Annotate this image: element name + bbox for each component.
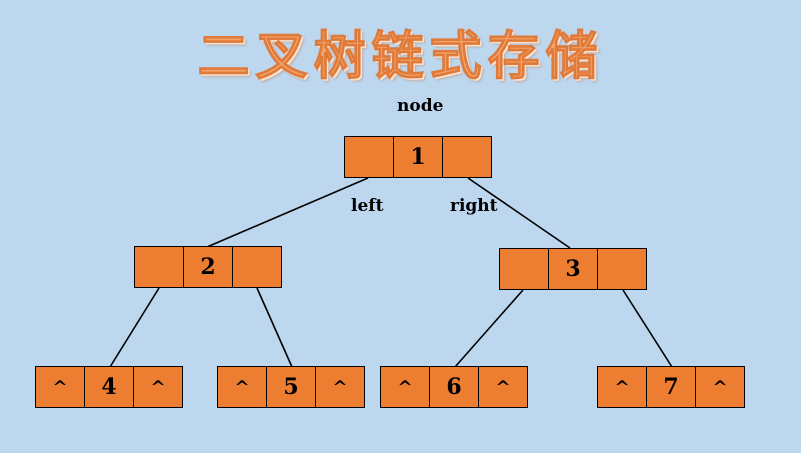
left-pointer-cell: [499, 248, 549, 290]
tree-node-3: 3: [499, 248, 647, 290]
data-cell: 5: [266, 366, 316, 408]
edge-1-3: [467, 177, 571, 249]
right-pointer-cell: [597, 248, 647, 290]
left-pointer-cell: [344, 136, 394, 178]
diagram-title: 二叉树链式存储: [197, 27, 604, 88]
null-right-pointer: ^: [695, 366, 745, 408]
edge-3-6: [454, 289, 524, 368]
tree-node-5: ^ 5 ^: [217, 366, 365, 408]
right-pointer-cell: [442, 136, 492, 178]
data-cell: 6: [429, 366, 479, 408]
tree-node-4: ^ 4 ^: [35, 366, 183, 408]
null-left-pointer: ^: [35, 366, 85, 408]
node-label: node: [397, 96, 444, 116]
data-cell: 7: [646, 366, 696, 408]
right-pointer-cell: [232, 246, 282, 288]
null-left-pointer: ^: [217, 366, 267, 408]
right-pointer-label: right: [450, 196, 498, 216]
null-right-pointer: ^: [133, 366, 183, 408]
null-right-pointer: ^: [478, 366, 528, 408]
tree-node-6: ^ 6 ^: [380, 366, 528, 408]
tree-node-7: ^ 7 ^: [597, 366, 745, 408]
edge-2-5: [256, 287, 293, 368]
null-left-pointer: ^: [597, 366, 647, 408]
null-left-pointer: ^: [380, 366, 430, 408]
null-right-pointer: ^: [315, 366, 365, 408]
data-cell: 2: [183, 246, 233, 288]
data-cell: 3: [548, 248, 598, 290]
left-pointer-cell: [134, 246, 184, 288]
tree-node-2: 2: [134, 246, 282, 288]
left-pointer-label: left: [351, 196, 384, 216]
data-cell: 1: [393, 136, 443, 178]
data-cell: 4: [84, 366, 134, 408]
edge-1-2: [206, 177, 369, 248]
tree-node-1: 1: [344, 136, 492, 178]
edge-2-4: [109, 287, 160, 368]
edge-3-7: [622, 289, 673, 368]
